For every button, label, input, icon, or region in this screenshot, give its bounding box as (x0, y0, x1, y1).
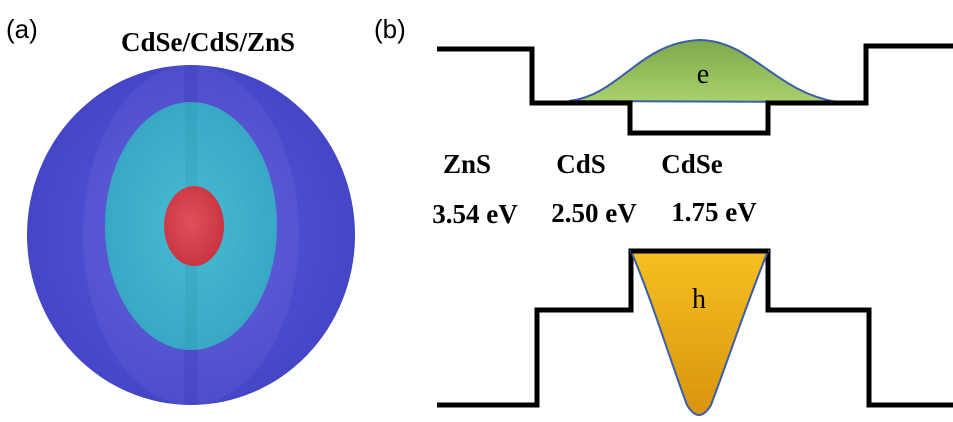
conduction-band (437, 38, 953, 136)
panel-a-title: CdSe/CdS/ZnS (121, 27, 295, 57)
cdse-core (164, 186, 224, 266)
panel-a-label: (a) (6, 14, 38, 44)
panel-b-label: (b) (374, 14, 406, 44)
cds-gap: 2.50 eV (551, 198, 637, 228)
conduction-band-wavefunction (568, 38, 838, 103)
hole-label: h (692, 284, 706, 315)
electron-label: e (697, 59, 709, 90)
zns-label: ZnS (443, 149, 491, 179)
valence-band-wavefunction (629, 250, 770, 416)
conduction-band-edge (437, 43, 953, 136)
cdse-label: CdSe (661, 149, 723, 179)
quantum-dot-illustration (27, 65, 355, 405)
material-labels: ZnS CdS CdSe 3.54 eV 2.50 eV 1.75 eV (432, 149, 757, 229)
cdse-gap: 1.75 eV (671, 197, 757, 227)
zns-gap: 3.54 eV (432, 199, 518, 229)
cds-label: CdS (556, 149, 606, 179)
valence-band (437, 248, 953, 416)
